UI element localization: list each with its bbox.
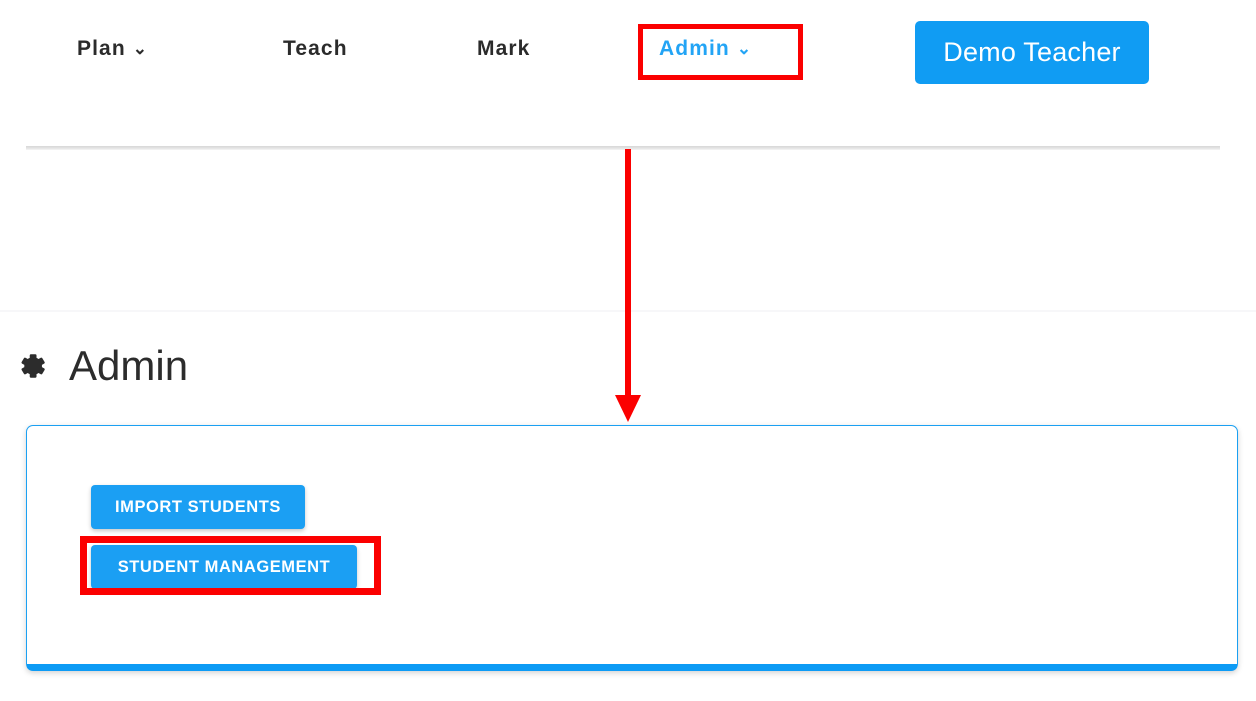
chevron-down-icon: ⌄ — [132, 39, 149, 58]
top-navigation-bar: Plan ⌄ Teach Mark Admin ⌄ Demo Teacher — [0, 0, 1256, 150]
nav-item-mark-label: Mark — [477, 37, 531, 60]
nav-item-mark[interactable]: Mark — [477, 34, 530, 64]
chevron-down-icon: ⌄ — [736, 39, 753, 58]
nav-item-admin-label: Admin — [659, 37, 730, 60]
nav-item-admin[interactable]: Admin ⌄ — [659, 34, 752, 64]
nav-item-teach-label: Teach — [283, 37, 348, 60]
guide-arrow-icon — [615, 149, 641, 422]
nav-item-plan-label: Plan — [77, 37, 126, 60]
nav-item-plan[interactable]: Plan ⌄ — [77, 34, 148, 64]
page-title: Admin — [69, 342, 189, 389]
student-management-button[interactable]: STUDENT MANAGEMENT — [91, 545, 357, 589]
gear-icon — [21, 354, 45, 378]
page-heading: Admin — [14, 336, 188, 396]
section-divider — [0, 310, 1256, 312]
import-students-button[interactable]: IMPORT STUDENTS — [91, 485, 305, 529]
nav-item-teach[interactable]: Teach — [283, 34, 348, 64]
user-account-button[interactable]: Demo Teacher — [915, 21, 1149, 84]
nav-divider — [26, 146, 1220, 150]
